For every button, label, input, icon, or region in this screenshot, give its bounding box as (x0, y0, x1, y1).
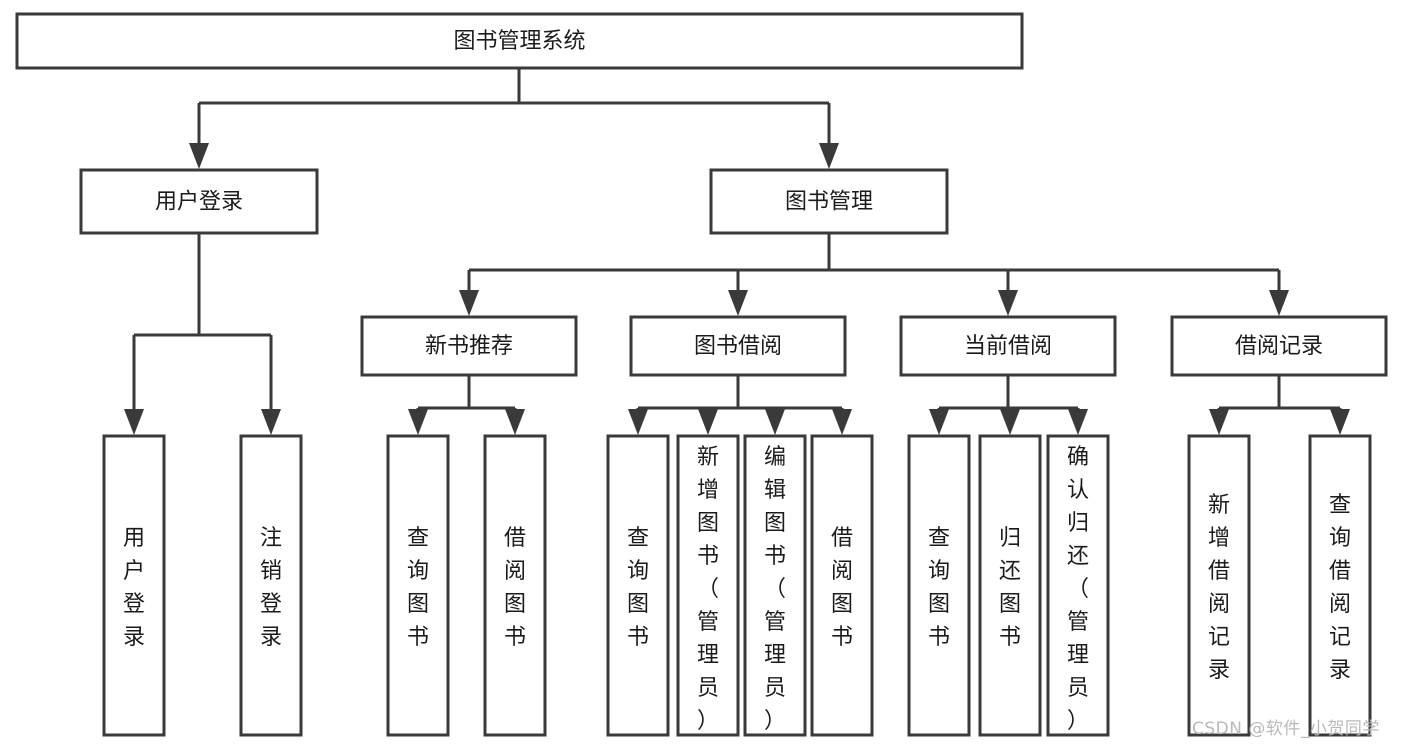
leaf-node[interactable]: 新增借阅记录 (1187, 434, 1251, 737)
arrow-head-icon (819, 143, 839, 169)
leaf-node[interactable]: 查询图书 (386, 434, 450, 737)
leaf-node[interactable]: 查询图书 (606, 434, 670, 737)
leaf-node-label: 借阅图书 (831, 526, 853, 650)
leaf-node-label: 编辑图书（管理员） (764, 445, 786, 734)
level2-node[interactable]: 图书管理 (709, 168, 949, 235)
arrow-head-icon (929, 409, 949, 435)
leaf-node-box[interactable] (810, 434, 874, 737)
level2-node-label: 图书管理 (785, 190, 873, 215)
arrow-head-icon (1209, 409, 1229, 435)
level3-node[interactable]: 当前借阅 (899, 315, 1117, 377)
leaf-node-box[interactable] (239, 434, 303, 737)
leaf-node-label: 新增借阅记录 (1208, 493, 1230, 683)
leaf-node[interactable]: 借阅图书 (483, 434, 547, 737)
arrow-head-icon (765, 409, 785, 435)
level2-node-box[interactable] (709, 168, 949, 235)
level3-node-label: 新书推荐 (425, 334, 513, 359)
leaf-node-label: 查询图书 (928, 526, 950, 650)
arrow-head-icon (124, 409, 144, 435)
root-node[interactable]: 图书管理系统 (15, 12, 1024, 70)
level2-node[interactable]: 用户登录 (79, 168, 319, 235)
arrow-head-icon (998, 290, 1018, 316)
arrow-head-icon (261, 409, 281, 435)
level3-node-label: 借阅记录 (1235, 334, 1323, 359)
level3-node-label: 当前借阅 (964, 334, 1052, 359)
arrow-head-icon (1269, 290, 1289, 316)
arrow-head-icon (189, 143, 209, 169)
level2-node-label: 用户登录 (155, 190, 243, 215)
arrow-head-icon (1000, 409, 1020, 435)
leaf-node[interactable]: 归还图书 (978, 434, 1042, 737)
leaf-node-label: 用户登录 (123, 526, 145, 650)
leaf-node[interactable]: 用户登录 (102, 434, 166, 737)
leaf-node[interactable]: 查询借阅记录 (1308, 434, 1372, 737)
leaf-node-box[interactable] (1308, 434, 1372, 737)
arrow-head-icon (698, 409, 718, 435)
level3-node-label: 图书借阅 (694, 334, 782, 359)
connector-group (124, 233, 281, 435)
leaf-node-label: 借阅图书 (504, 526, 526, 650)
level3-node-box[interactable] (899, 315, 1117, 377)
leaf-node[interactable]: 查询图书 (907, 434, 971, 737)
leaf-node-box[interactable] (907, 434, 971, 737)
leaf-node[interactable]: 编辑图书（管理员） (743, 434, 807, 737)
level3-node-box[interactable] (629, 315, 847, 377)
leaf-node-label: 查询借阅记录 (1329, 493, 1351, 683)
leaf-node-label: 查询图书 (407, 526, 429, 650)
root-node-label: 图书管理系统 (453, 29, 585, 54)
connector-group (628, 375, 852, 435)
connector-group (459, 233, 1289, 316)
level3-node[interactable]: 图书借阅 (629, 315, 847, 377)
leaf-node-label: 新增图书（管理员） (697, 445, 719, 734)
arrow-head-icon (1068, 409, 1088, 435)
root-node-box[interactable] (15, 12, 1024, 70)
leaf-node-box[interactable] (483, 434, 547, 737)
leaf-node-label: 归还图书 (999, 526, 1021, 650)
leaf-node-box[interactable] (676, 434, 740, 737)
level2-node-box[interactable] (79, 168, 319, 235)
level3-node[interactable]: 借阅记录 (1170, 315, 1388, 377)
arrow-head-icon (832, 409, 852, 435)
arrow-head-icon (728, 290, 748, 316)
level3-node-box[interactable] (1170, 315, 1388, 377)
arrow-head-icon (1330, 409, 1350, 435)
arrow-head-icon (459, 290, 479, 316)
leaf-node[interactable]: 借阅图书 (810, 434, 874, 737)
leaf-node[interactable]: 新增图书（管理员） (676, 434, 740, 737)
connector-group (408, 375, 525, 435)
leaf-node-label: 确认归还（管理员） (1067, 445, 1089, 734)
leaf-node[interactable]: 注销登录 (239, 434, 303, 737)
arrow-head-icon (505, 409, 525, 435)
level3-node[interactable]: 新书推荐 (360, 315, 578, 377)
leaf-node-label: 注销登录 (260, 526, 282, 650)
leaf-node-box[interactable] (606, 434, 670, 737)
leaf-node-box[interactable] (102, 434, 166, 737)
leaf-node-box[interactable] (386, 434, 450, 737)
leaf-node-box[interactable] (1046, 434, 1110, 737)
leaf-node-box[interactable] (978, 434, 1042, 737)
level3-node-box[interactable] (360, 315, 578, 377)
leaf-node-label: 查询图书 (627, 526, 649, 650)
leaf-node[interactable]: 确认归还（管理员） (1046, 434, 1110, 737)
connector-group (1209, 375, 1350, 435)
connector-group (189, 68, 839, 169)
leaf-node-box[interactable] (1187, 434, 1251, 737)
leaf-node-box[interactable] (743, 434, 807, 737)
arrow-head-icon (628, 409, 648, 435)
arrow-head-icon (408, 409, 428, 435)
connector-group (929, 375, 1088, 435)
